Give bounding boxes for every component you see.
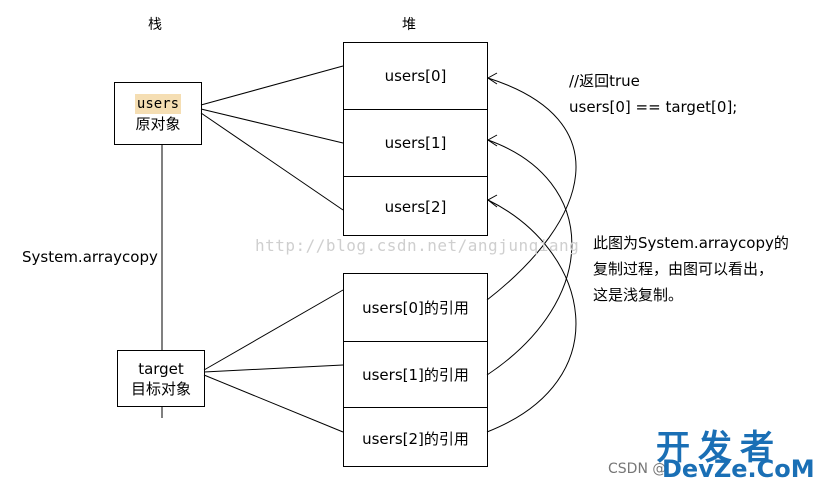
heap-cell-ref1: users[1]的引用 bbox=[344, 341, 487, 407]
target-to-ref0-line bbox=[203, 289, 344, 371]
note-shallow-line1: 此图为System.arraycopy的 bbox=[593, 234, 789, 252]
users-sublabel: 原对象 bbox=[135, 114, 181, 133]
heap-reference-box: users[0]的引用 users[1]的引用 users[2]的引用 bbox=[343, 273, 488, 467]
target-to-ref2-line bbox=[203, 374, 344, 433]
arraycopy-label: System.arraycopy bbox=[22, 248, 158, 266]
note-shallow-line2: 复制过程，由图可以看出， bbox=[593, 260, 774, 278]
heap-array-box: users[0] users[1] users[2] bbox=[343, 42, 488, 236]
ref0-to-users0-curve bbox=[486, 77, 577, 301]
note-return-line1: //返回true bbox=[569, 72, 640, 90]
users-to-heap1-line bbox=[200, 108, 344, 144]
ref1-to-users1-curve bbox=[486, 139, 573, 376]
target-stack-box: target 目标对象 bbox=[117, 350, 205, 407]
csdn-credit: CSDN @ bbox=[608, 461, 667, 477]
note-shallow-copy: 此图为System.arraycopy的 复制过程，由图可以看出， 这是浅复制。 bbox=[593, 230, 789, 308]
stack-heading: 栈 bbox=[148, 17, 162, 33]
target-sublabel: 目标对象 bbox=[130, 379, 191, 398]
heap-cell-ref0: users[0]的引用 bbox=[362, 299, 469, 317]
ref2-to-users2-curve bbox=[486, 199, 577, 433]
heap-cell-users0: users[0] bbox=[384, 67, 447, 85]
target-label: target bbox=[138, 359, 184, 378]
heap-heading: 堆 bbox=[402, 17, 416, 33]
heap-cell-users2: users[2] bbox=[344, 176, 487, 237]
users-to-heap2-line bbox=[200, 112, 344, 211]
brand-logo-en: DevZe.CoM bbox=[662, 455, 815, 483]
watermark-text: http://blog.csdn.net/angjunqiang bbox=[255, 236, 580, 255]
note-return-true: //返回true users[0] == target[0]; bbox=[569, 68, 737, 120]
users-to-heap0-line bbox=[200, 65, 344, 106]
brand-logo-cn: 开发者 bbox=[656, 428, 782, 468]
note-shallow-line3: 这是浅复制。 bbox=[593, 286, 684, 304]
users-label: users bbox=[134, 93, 182, 114]
target-to-ref1-line bbox=[203, 364, 344, 373]
users-stack-box: users 原对象 bbox=[114, 82, 202, 145]
note-return-line2: users[0] == target[0]; bbox=[569, 98, 738, 116]
heap-cell-users1: users[1] bbox=[344, 109, 487, 176]
heap-cell-ref2: users[2]的引用 bbox=[344, 407, 487, 468]
